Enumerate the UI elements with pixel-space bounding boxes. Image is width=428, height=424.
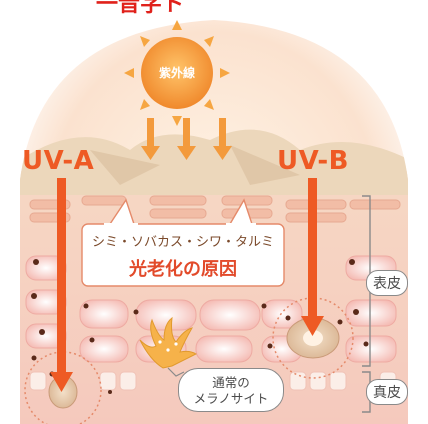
sun-icon (124, 20, 230, 126)
melanocyte-label-line1: 通常の (212, 375, 250, 390)
callout-title: 光老化の原因 (129, 259, 237, 280)
melanocyte-pointer (167, 367, 185, 377)
uvb-pigment-spot (272, 297, 354, 379)
sun-ray-arrows (141, 118, 232, 160)
melanin-dots (31, 259, 369, 394)
melanocyte-label-line2: メラノサイト (193, 391, 269, 406)
uva-label: UV-A (22, 146, 95, 176)
dermis-tag: 真皮 (366, 379, 408, 405)
epidermis-cells (25, 255, 397, 363)
epidermis-tag: 表皮 (366, 270, 408, 296)
skin-surface-shade (90, 145, 300, 185)
callout-box (81, 198, 285, 287)
melanocyte-dots (158, 340, 178, 352)
melanocyte-cell (139, 316, 197, 369)
melanocyte-label: 通常の メラノサイト (178, 368, 284, 412)
top-clipped-text: 一音字ト (96, 0, 185, 17)
uvb-label: UV-B (277, 146, 349, 176)
sun-label: 紫外線 (158, 66, 195, 80)
callout-symptoms: シミ・ソバカス・シワ・タルミ (91, 235, 274, 250)
uvb-arrow (301, 178, 324, 336)
uva-arrow (50, 178, 73, 392)
